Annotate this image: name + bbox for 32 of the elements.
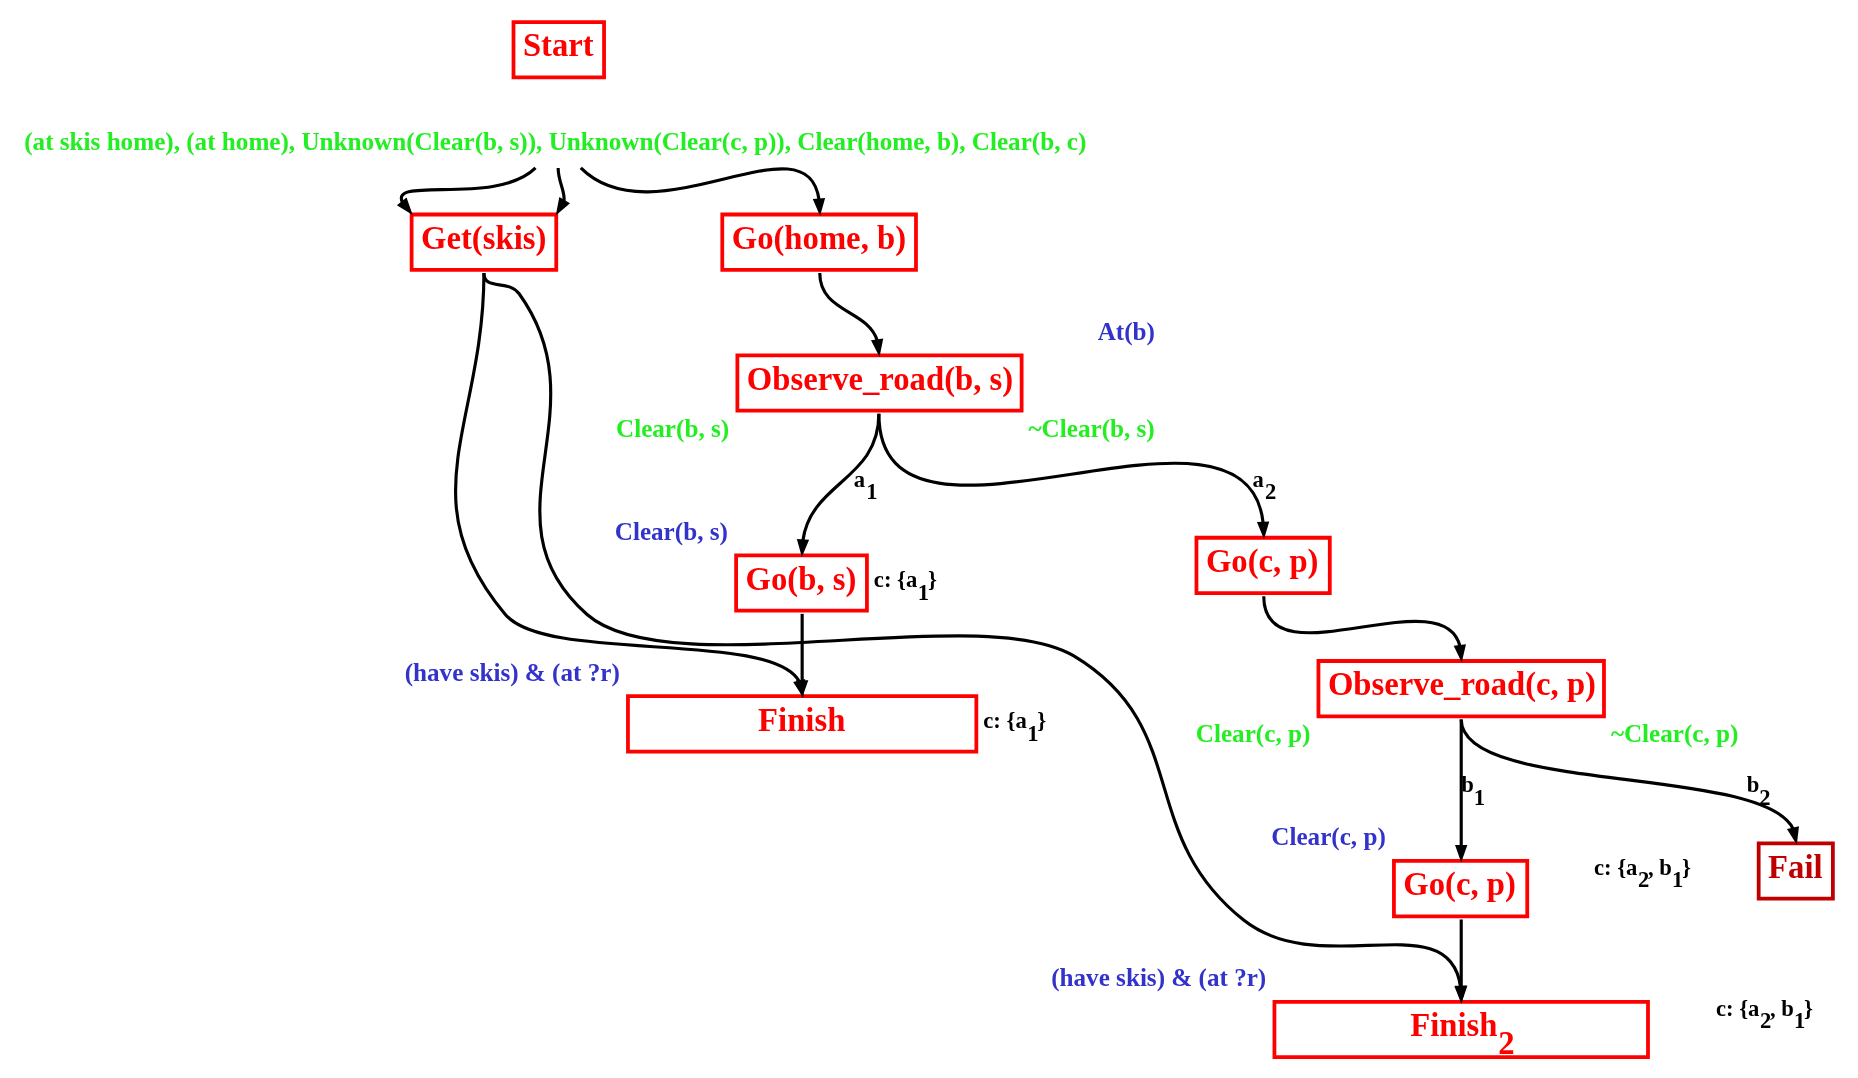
arrow (876, 413, 1269, 540)
node-box: Finish (625, 694, 978, 754)
node-text: (at skis home), (at home), Unknown(Clear(b, s)), Unknown(Clear(c, p)), Clear(home, b), Clear(b, c) (23, 128, 1086, 156)
node-box: Go(b, s) (733, 553, 869, 613)
node-box: Observe_road(b, s) (735, 353, 1023, 413)
node-box: Go(c, p) (1194, 535, 1332, 595)
arrow (795, 613, 808, 698)
node-label: (have skis) & (at ?r) (404, 658, 620, 686)
node-label: Clear(c, p) (1195, 720, 1310, 748)
arrow (579, 166, 825, 217)
node-box: Get(skis) (409, 212, 558, 272)
node-box: Start (511, 20, 606, 80)
node-label: Clear(c, p) (1270, 823, 1386, 851)
arrow (817, 272, 883, 357)
node-box: Go(c, p) (1391, 859, 1529, 919)
node-label: Clear(b, s) (614, 517, 728, 545)
arrow (1454, 719, 1467, 863)
node-label: ~Clear(b, s) (1028, 414, 1155, 442)
arrow (396, 166, 536, 216)
node-label: Clear(b, s) (615, 414, 729, 442)
node-label: At(b) (1097, 317, 1155, 345)
node-box: Go(home, b) (719, 212, 918, 272)
node-box: Observe_road(c, p) (1316, 659, 1606, 719)
arrow (555, 167, 570, 216)
arrow (1459, 718, 1799, 845)
node-box: Fail (1756, 841, 1835, 901)
node-label: ~Clear(c, p) (1610, 720, 1738, 748)
arrow (1454, 919, 1467, 1004)
arrow (482, 272, 1467, 1004)
node-label: (have skis) & (at ?r) (1050, 964, 1266, 992)
arrow (1261, 595, 1466, 663)
arrow (796, 413, 880, 557)
